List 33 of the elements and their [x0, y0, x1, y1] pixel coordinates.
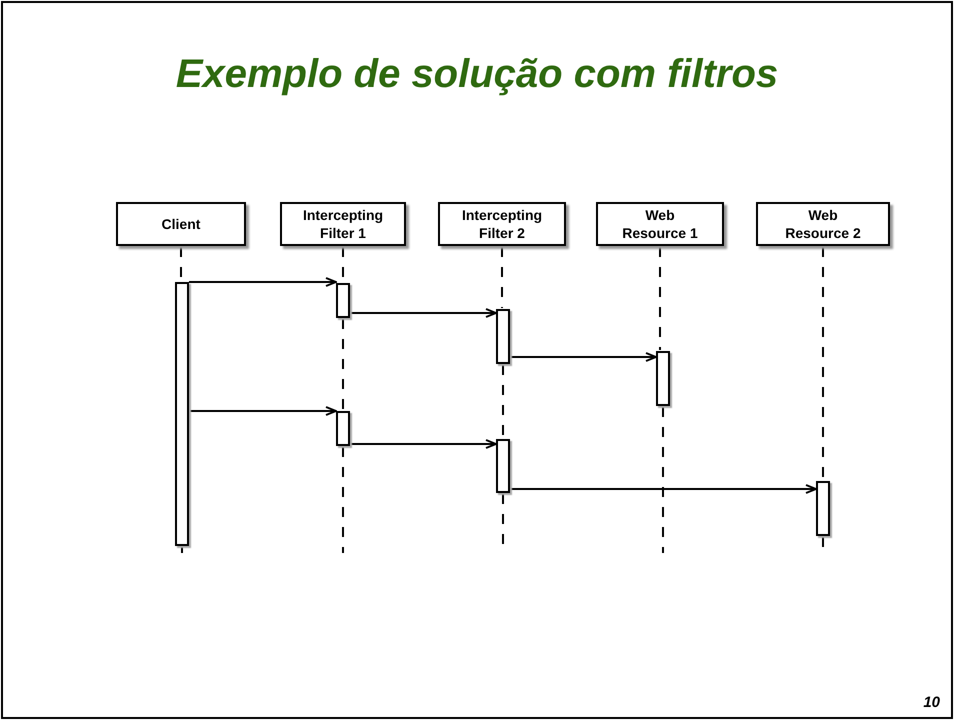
lifeline-header-box [756, 202, 890, 246]
lifeline [662, 407, 664, 553]
page-number: 10 [923, 694, 940, 711]
activation-bar [336, 411, 350, 446]
activation-bar [175, 282, 189, 546]
participant-name: Client [162, 215, 200, 233]
lifeline [342, 319, 344, 410]
participant-name: Intercepting Filter 2 [460, 206, 544, 242]
activation-bar [496, 309, 510, 364]
activation-bar [816, 481, 830, 536]
message-arrow [189, 277, 337, 287]
message-arrow [510, 352, 657, 362]
activation-bar [496, 439, 510, 493]
lifeline [502, 365, 504, 438]
lifeline [181, 547, 183, 553]
slide-title: Exemplo de solução com filtros [174, 52, 780, 97]
lifeline-header-box [596, 202, 724, 246]
message-arrow [189, 406, 337, 416]
lifeline [342, 447, 344, 553]
activation-bar [656, 351, 670, 406]
activation-bar [336, 283, 350, 318]
participant-name: Intercepting Filter 1 [302, 206, 384, 242]
message-arrow [350, 439, 497, 449]
lifeline-header-box [280, 202, 406, 246]
lifeline [822, 247, 824, 480]
lifeline-header-box [116, 202, 246, 246]
lifeline-header-box [438, 202, 566, 246]
lifeline [501, 247, 503, 308]
message-arrow [510, 484, 817, 494]
message-arrow [350, 308, 497, 318]
participant-name: Web Resource 1 [621, 206, 699, 242]
lifeline [659, 247, 661, 350]
participant-name: Web Resource 2 [784, 206, 862, 242]
